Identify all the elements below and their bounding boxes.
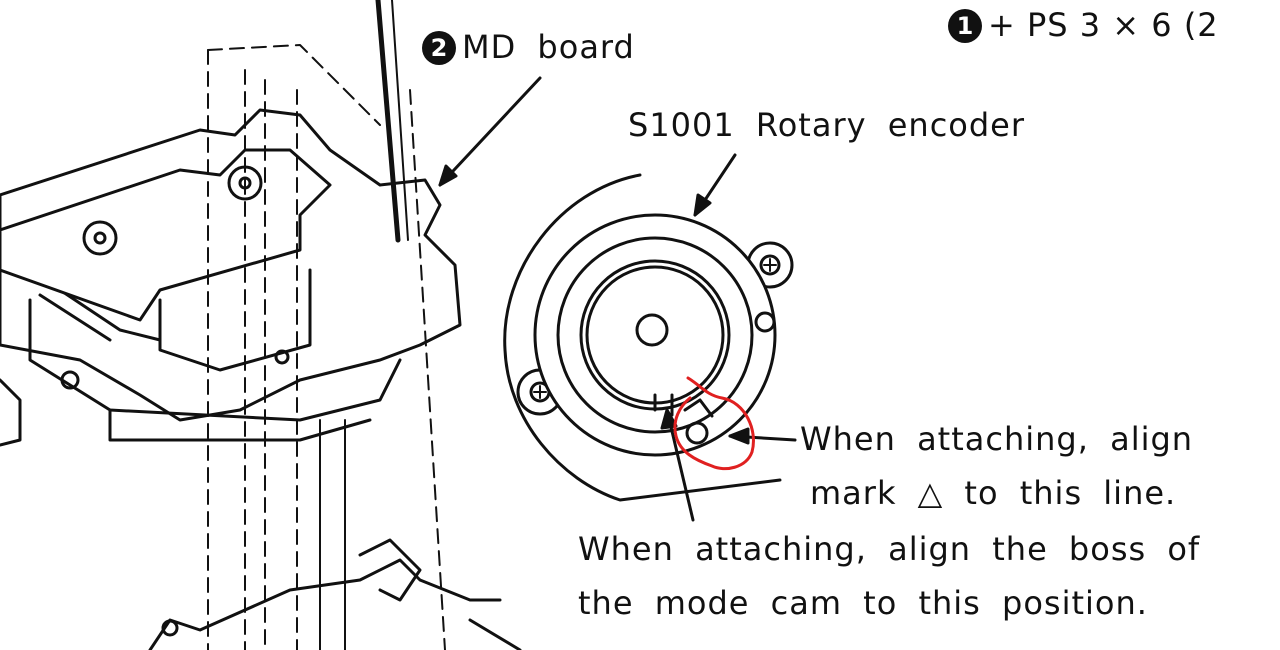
- md-board-assembly: [0, 0, 542, 650]
- align-mark-note-line1: When attaching, align: [800, 420, 1194, 458]
- step1-number-badge: 1: [948, 9, 982, 43]
- highlight-circle: [673, 376, 755, 471]
- align-mark-note-line2: mark △ to this line.: [810, 474, 1177, 512]
- step1-label: 1+ PS 3 × 6 (2: [948, 6, 1219, 44]
- rotary-encoder-label: S1001 Rotary encoder: [628, 106, 1026, 144]
- step1-text: + PS 3 × 6 (2: [988, 6, 1219, 44]
- md-board-text: MD board: [462, 28, 635, 66]
- align-boss-note-line1: When attaching, align the boss of: [578, 530, 1201, 568]
- rotary-encoder-drawing: [503, 153, 797, 522]
- align-boss-note-line2: the mode cam to this position.: [578, 584, 1148, 622]
- step2-number-badge: 2: [422, 31, 456, 65]
